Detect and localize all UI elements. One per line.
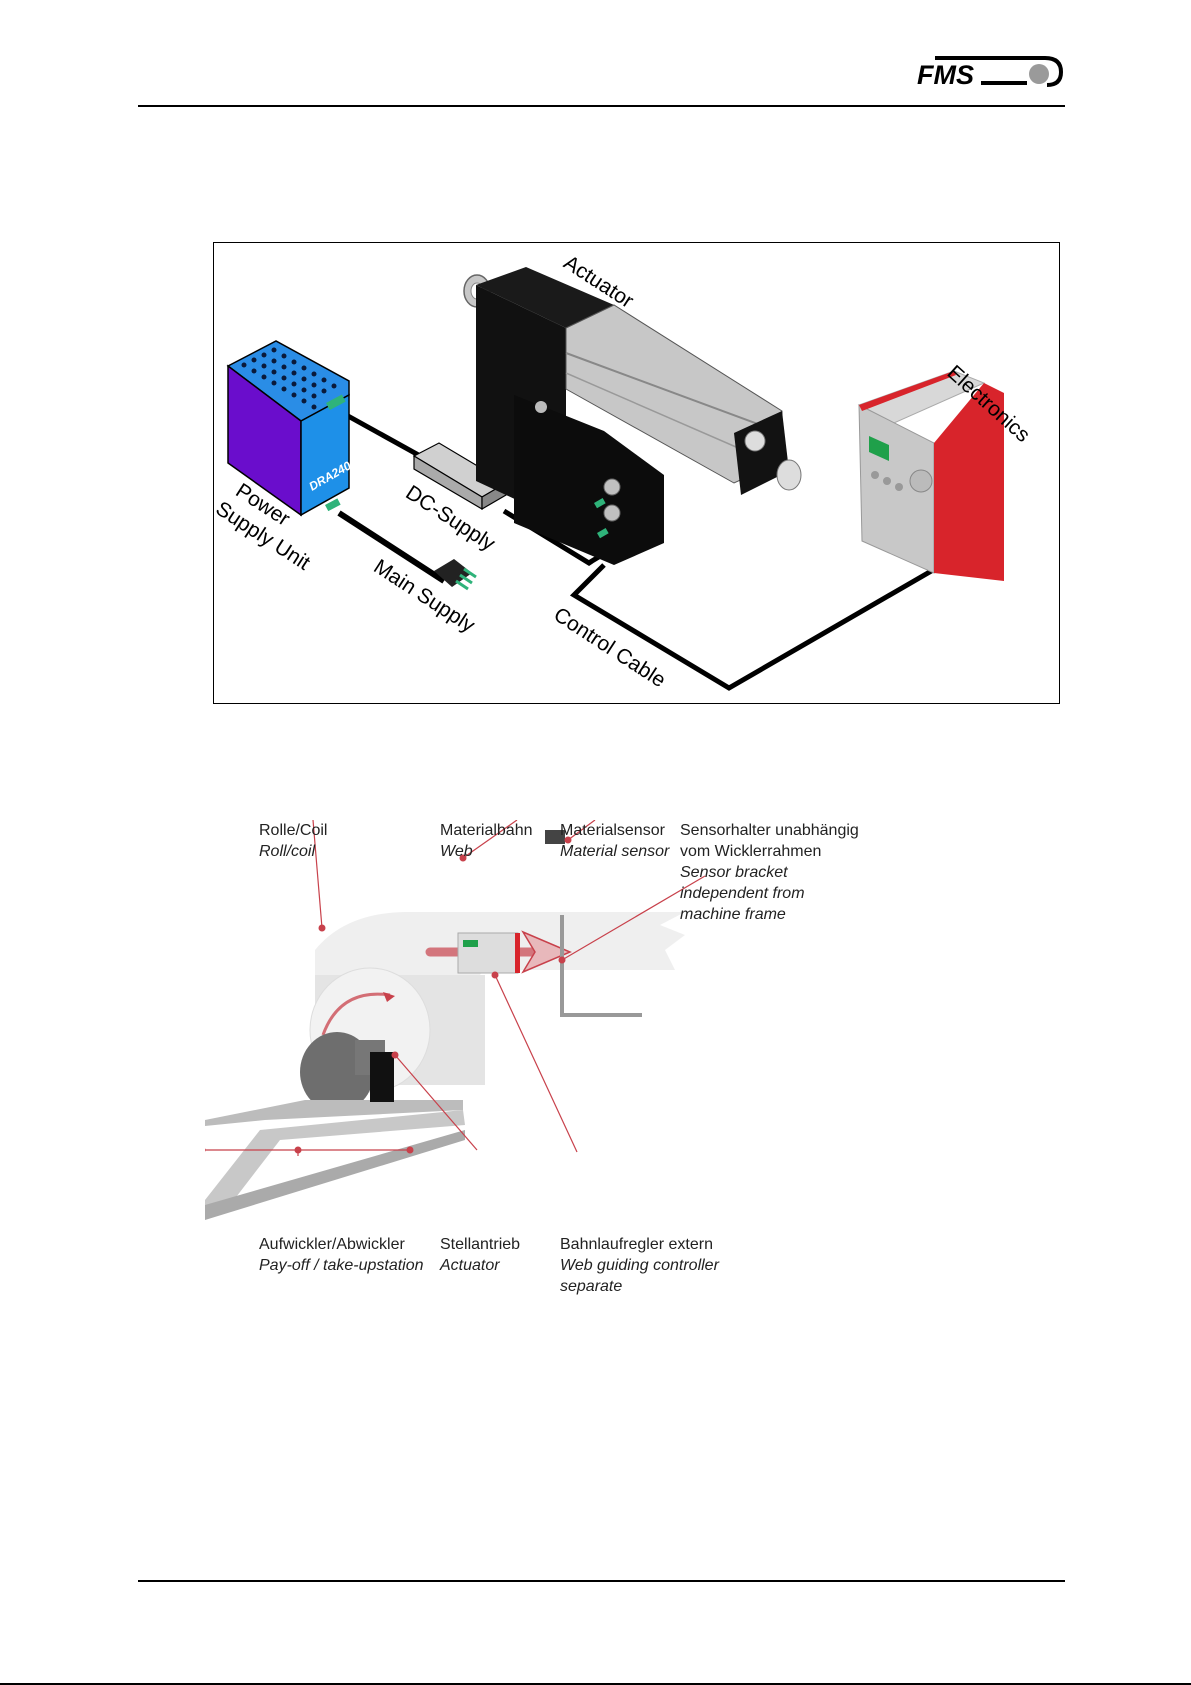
footer-rule [138, 1580, 1065, 1582]
actuator-icon [370, 1052, 394, 1102]
machine-frame [205, 1100, 465, 1220]
web-guiding-application-diagram: Rolle/Coil Roll/coil Materialbahn Web Ma… [205, 820, 965, 1310]
controller-icon [457, 932, 520, 974]
ac-terminal-icon [325, 498, 341, 512]
controller-label: Bahnlaufregler extern Web guiding contro… [560, 1236, 719, 1295]
payoff-station-label: Aufwickler/Abwickler Pay-off / take-upst… [259, 1236, 424, 1274]
actuator-label: Stellantrieb Actuator [440, 1236, 521, 1274]
sensor-bracket [560, 915, 642, 1017]
electronics-unit [857, 370, 1004, 581]
connector-icon [594, 497, 606, 509]
system-components-diagram: DRA240 [213, 242, 1060, 704]
control-cable [569, 552, 961, 691]
lcd-display-icon [869, 436, 889, 461]
actuator-device [463, 267, 802, 565]
svg-text:FMS: FMS [917, 60, 974, 90]
main-supply-cable [337, 510, 446, 584]
power-supply-unit: DRA240 [226, 340, 354, 517]
fms-logo-icon: FMS [917, 56, 1064, 90]
sensor-bracket-label: Sensorhalter unabhängig vom Wicklerrahme… [680, 822, 859, 923]
connector-icon [597, 528, 609, 539]
fms-logo: FMS [915, 52, 1064, 92]
material-sensor-label: Materialsensor Material sensor [560, 822, 670, 860]
header-rule [138, 105, 1065, 107]
web-label: Materialbahn Web [440, 822, 533, 860]
roll-coil-label: Rolle/Coil Roll/coil [259, 822, 328, 860]
dc-terminal-icon [326, 394, 346, 411]
main-supply-plug [434, 559, 477, 591]
material-sensor-icon [545, 830, 565, 844]
page-bottom-edge [0, 1683, 1191, 1685]
rotation-arrow-icon [321, 992, 391, 1036]
